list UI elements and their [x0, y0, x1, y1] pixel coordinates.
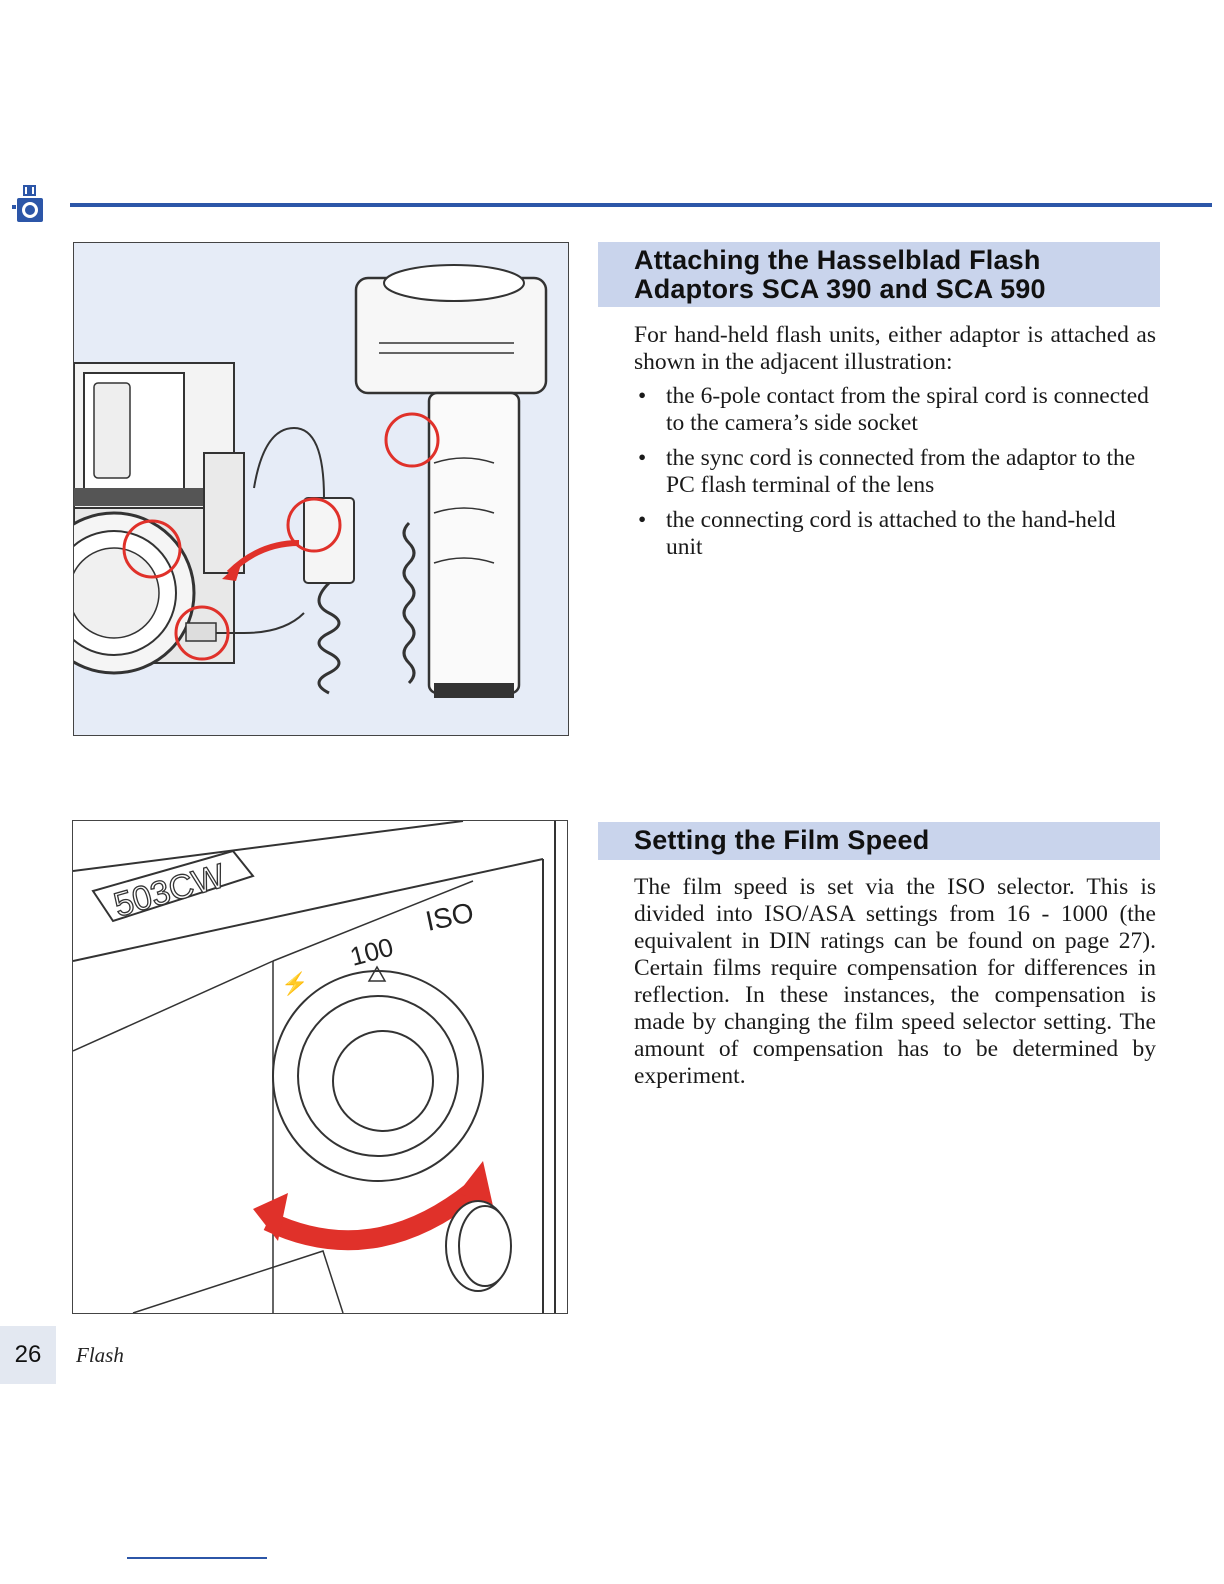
svg-text:⚡: ⚡	[281, 971, 308, 997]
page-number: 26	[0, 1326, 56, 1384]
section-heading-film-speed: Setting the Film Speed	[598, 822, 1160, 860]
list-item: the connecting cord is attached to the h…	[634, 507, 1156, 561]
footer-section-label: Flash	[76, 1343, 124, 1367]
heading-line-1: Attaching the Hasselblad Flash	[634, 245, 1041, 275]
connection-steps-list: the 6-pole contact from the spiral cord …	[634, 383, 1156, 569]
top-rule	[70, 203, 1212, 207]
hasselblad-camera-icon	[12, 185, 43, 222]
film-speed-paragraph: The film speed is set via the ISO select…	[634, 874, 1156, 1089]
iso-selector-illustration: 503CW ISO 100 ⚡	[72, 820, 568, 1314]
heading-line-2: Adaptors SCA 390 and SCA 590	[634, 274, 1046, 304]
iso-label: ISO	[423, 897, 477, 937]
list-item: the 6-pole contact from the spiral cord …	[634, 383, 1156, 437]
bottom-rule	[127, 1557, 267, 1559]
list-item: the sync cord is connected from the adap…	[634, 445, 1156, 499]
dial-value: 100	[347, 932, 397, 972]
model-label: 503CW	[110, 857, 229, 925]
section-heading-flash-adaptors: Attaching the Hasselblad Flash Adaptors …	[598, 242, 1160, 307]
flash-adaptor-illustration	[73, 242, 569, 736]
intro-paragraph: For hand-held flash units, either adapto…	[634, 322, 1156, 375]
